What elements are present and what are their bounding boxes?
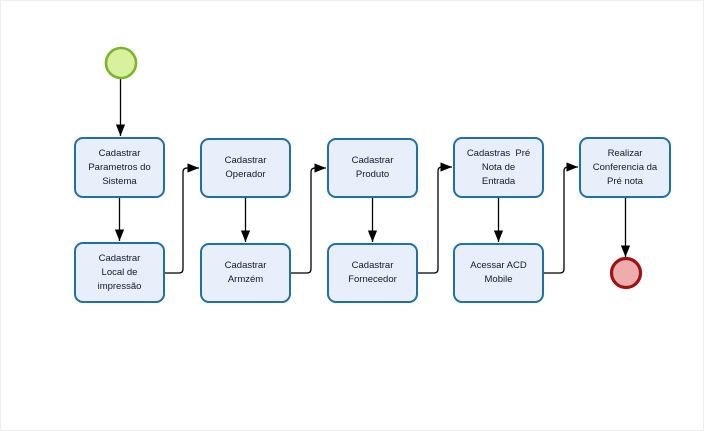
start-event-circle — [104, 46, 138, 80]
task-label: Cadastras Pré Nota de Entrada — [466, 147, 531, 187]
task-label: Cadastrar Fornecedor — [348, 260, 397, 285]
flow-arrow-task2-to-task3 — [165, 163, 199, 274]
end-event-circle — [609, 256, 643, 290]
task-label: Cadastrar Produto — [351, 155, 394, 180]
task-label: Acessar ACD Mobile — [470, 260, 527, 285]
task-cadastrar-fornecedor: Cadastrar Fornecedor — [327, 243, 418, 303]
task-realizar-conferencia-pre-nota: Realizar Conferencia da Pré nota — [579, 137, 671, 198]
flow-arrow-task8-to-task9 — [544, 162, 578, 274]
task-label: Cadastrar Operador — [224, 155, 267, 180]
flow-arrow-task4-to-task5 — [291, 163, 326, 274]
task-cadastrar-armzem: Cadastrar Armzém — [200, 243, 291, 303]
task-cadastrar-produto: Cadastrar Produto — [327, 138, 418, 198]
task-cadastras-pre-nota-entrada: Cadastras Pré Nota de Entrada — [453, 137, 544, 198]
task-label: Cadastrar Local de impressão — [97, 252, 142, 292]
flow-arrow-task6-to-task7 — [418, 162, 452, 274]
task-acessar-acd-mobile: Acessar ACD Mobile — [453, 243, 544, 303]
task-label: Realizar Conferencia da Pré nota — [592, 147, 658, 187]
task-cadastrar-parametros-sistema: Cadastrar Parametros do Sistema — [74, 137, 165, 198]
task-label: Cadastrar Parametros do Sistema — [88, 147, 151, 187]
task-cadastrar-operador: Cadastrar Operador — [200, 138, 291, 198]
task-cadastrar-local-impressao: Cadastrar Local de impressão — [74, 242, 165, 303]
task-label: Cadastrar Armzém — [224, 260, 267, 285]
